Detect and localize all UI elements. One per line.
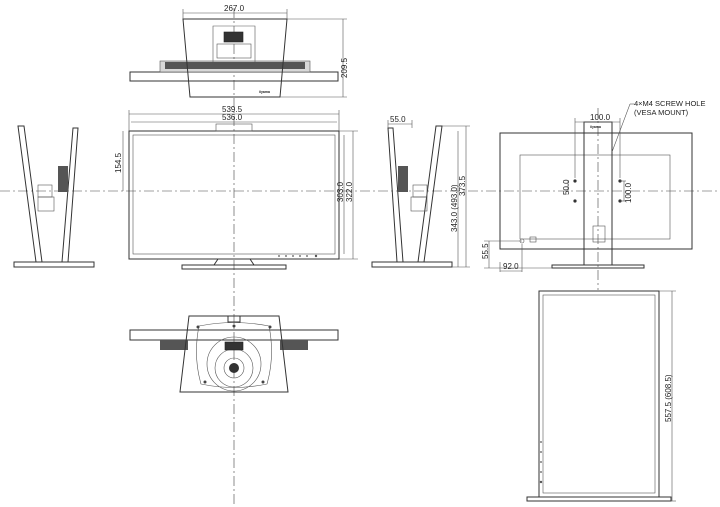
top-width-dim: 267.0 [224, 4, 245, 13]
rear-vesa-h-dim: 100.0 [590, 113, 611, 122]
side-max-height-dim: 373.5 [458, 175, 467, 196]
rear-vesa-center-dim: 50.0 [562, 179, 571, 195]
front-view: 539.5 536.0 154.5 303.0 322.0 [114, 105, 358, 270]
pivot-view: 557.5 (608.5) [526, 290, 676, 502]
center-lines [0, 8, 720, 505]
svg-text:iiyama: iiyama [590, 125, 601, 129]
front-panel-width-dim: 536.0 [222, 113, 243, 122]
screw-note-line2: (VESA MOUNT) [634, 108, 689, 117]
rear-vesa-v-dim: 100.0 [624, 182, 633, 203]
front-inner-height-dim: 303.0 [336, 181, 345, 202]
left-side-view [13, 125, 95, 268]
side-offset-dim: 55.0 [390, 115, 406, 124]
top-view: iiyama 267.0 209.5 [129, 4, 349, 98]
rear-port-offset-dim: 92.0 [503, 262, 519, 271]
front-outer-width-dim: 539.5 [222, 105, 243, 114]
rear-view: iiyama 100.0 100.0 50.0 55.5 92.0 4×M4 S… [481, 99, 705, 272]
right-side-view: 55.0 343.0 (493.0) 373.5 [371, 115, 470, 268]
screw-note-line1: 4×M4 SCREW HOLE [634, 99, 705, 108]
rear-port-height-dim: 55.5 [481, 243, 490, 259]
top-depth-dim: 209.5 [340, 57, 349, 78]
front-stand-height-dim: 154.5 [114, 152, 123, 173]
side-min-height-dim: 343.0 (493.0) [450, 184, 459, 232]
bottom-view [129, 315, 339, 393]
front-outer-height-dim: 322.0 [345, 181, 354, 202]
pivot-height-dim: 557.5 (608.5) [664, 374, 673, 422]
svg-text:iiyama: iiyama [259, 90, 270, 94]
